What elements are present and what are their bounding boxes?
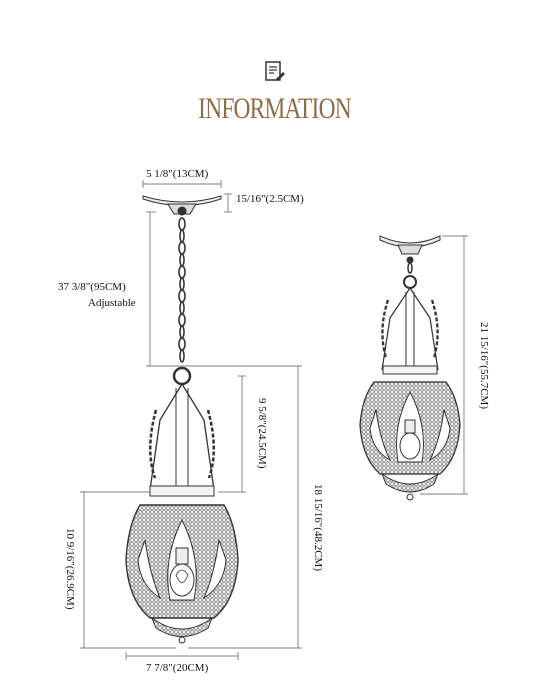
chain-length-label: 37 3/8"(95CM) xyxy=(58,281,126,293)
upper-height-label: 9 5/8"(24.5CM) xyxy=(256,398,268,469)
fixture-height-label: 18 15/16"(48.2CM) xyxy=(312,484,324,571)
page-title: INFORMATION xyxy=(198,92,351,125)
shade-height-label: 10 9/16"(26.9CM) xyxy=(64,528,76,610)
semi-flush-height-label: 21 15/16"(55.7CM) xyxy=(478,322,490,409)
document-edit-icon xyxy=(264,60,286,82)
shade-width-label: 7 7/8"(20CM) xyxy=(146,662,209,674)
canopy-width-label: 5 1/8"(13CM) xyxy=(146,168,209,180)
semi-flush-drawing xyxy=(359,235,461,501)
canopy-height-label: 15/16"(2.5CM) xyxy=(236,193,304,205)
dimension-lines xyxy=(80,180,302,660)
chain xyxy=(178,217,186,363)
pendant-drawing xyxy=(125,195,239,644)
chain-note-label: Adjustable xyxy=(88,297,136,309)
